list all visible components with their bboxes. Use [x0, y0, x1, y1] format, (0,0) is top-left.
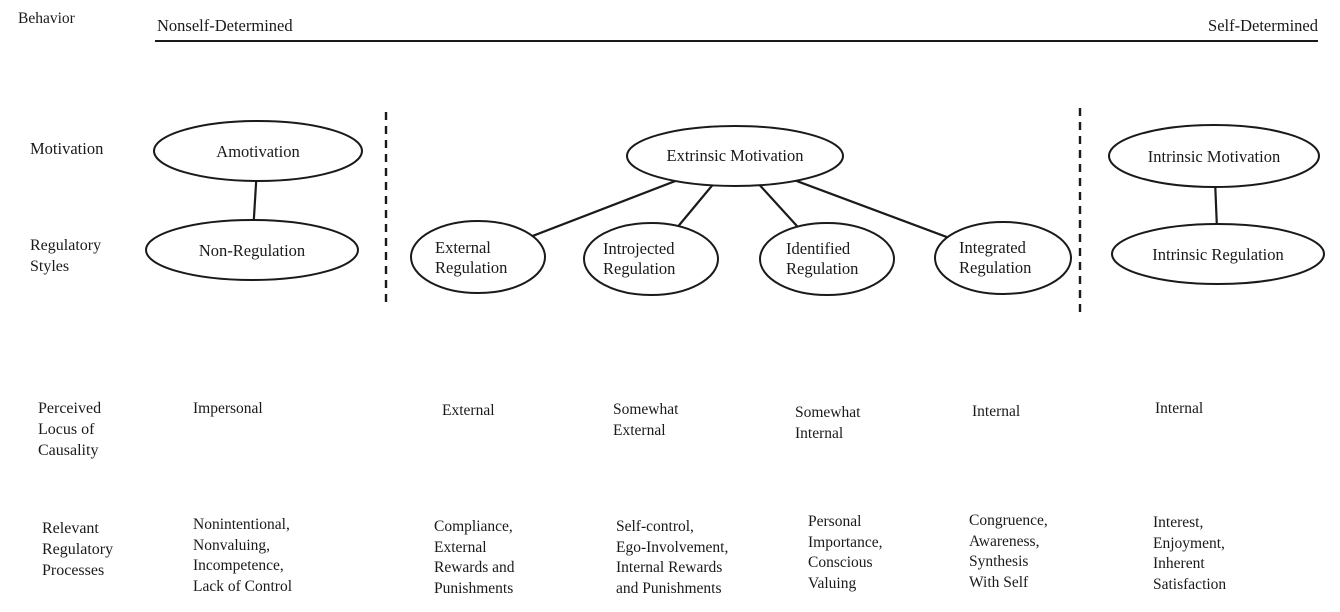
- non-regulation-node-label: Non-Regulation: [198, 241, 306, 260]
- processes-introjected-line4: and Punishments: [616, 579, 722, 597]
- processes-external: Compliance, External Rewards and Punishm…: [434, 517, 515, 599]
- amotivation-node-label: Amotivation: [216, 142, 300, 161]
- regulatory-styles-row-label: Regulatory Styles: [30, 235, 101, 277]
- locus-somewhat-external: Somewhat External: [613, 400, 678, 441]
- processes-row-label: Relevant Regulatory Processes: [42, 518, 113, 581]
- processes-identified-line2: Importance,: [808, 533, 883, 551]
- axis-left-endpoint-label: Nonself-Determined: [157, 16, 293, 35]
- locus-row-label-line1: Perceived: [38, 400, 102, 417]
- processes-external-line4: Punishments: [434, 579, 514, 597]
- locus-somewhat-internal: Somewhat Internal: [795, 403, 860, 444]
- processes-introjected-line3: Internal Rewards: [616, 559, 723, 576]
- processes-amotivation-line1: Nonintentional,: [193, 516, 290, 533]
- locus-somewhat-internal-line2: Internal: [795, 424, 844, 442]
- intrinsic-regulation-node-label: Intrinsic Regulation: [1152, 245, 1284, 264]
- processes-external-line3: Rewards and: [434, 559, 515, 576]
- identified-regulation-line2: Regulation: [786, 259, 859, 278]
- processes-amotivation: Nonintentional, Nonvaluing, Incompetence…: [193, 515, 292, 597]
- locus-impersonal: Impersonal: [193, 400, 263, 417]
- ellipse-identified-regulation: [759, 222, 895, 296]
- locus-row-label-line2: Locus of: [38, 421, 95, 438]
- processes-amotivation-line3: Incompetence,: [193, 557, 284, 574]
- integrated-regulation-line1: Integrated: [959, 238, 1026, 257]
- locus-somewhat-internal-line1: Somewhat: [795, 404, 861, 421]
- external-regulation-node-label: External Regulation: [435, 238, 507, 278]
- processes-external-line2: External: [434, 538, 487, 556]
- processes-intrinsic: Interest, Enjoyment, Inherent Satisfacti…: [1153, 513, 1226, 595]
- processes-row-label-line2: Regulatory: [42, 541, 114, 558]
- processes-integrated-line2: Awareness,: [969, 532, 1040, 550]
- axis-right-endpoint-label: Self-Determined: [1208, 16, 1318, 35]
- processes-integrated-line3: Synthesis: [969, 553, 1029, 570]
- introjected-regulation-line2: Regulation: [603, 259, 676, 278]
- motivation-row-label: Motivation: [30, 139, 104, 158]
- processes-intrinsic-line3: Inherent: [1153, 555, 1205, 572]
- ellipse-intrinsic-motivation: [1108, 124, 1320, 188]
- external-regulation-line2: Regulation: [435, 258, 508, 277]
- integrated-regulation-line2: Regulation: [959, 258, 1032, 277]
- locus-internal-intrinsic: Internal: [1155, 400, 1204, 417]
- locus-somewhat-external-line2: External: [613, 421, 666, 439]
- processes-row-label-line3: Processes: [42, 562, 105, 579]
- locus-internal-integrated: Internal: [972, 403, 1021, 420]
- extrinsic-motivation-node-label: Extrinsic Motivation: [666, 146, 804, 165]
- processes-identified-line1: Personal: [808, 513, 862, 530]
- regulatory-styles-row-label-line2: Styles: [30, 258, 70, 275]
- processes-intrinsic-line1: Interest,: [1153, 514, 1204, 531]
- ellipse-integrated-regulation: [934, 221, 1072, 295]
- processes-amotivation-line2: Nonvaluing,: [193, 536, 271, 554]
- ellipse-external-regulation: [410, 220, 546, 294]
- locus-somewhat-external-line1: Somewhat: [613, 401, 679, 418]
- processes-intrinsic-line4: Satisfaction: [1153, 575, 1227, 593]
- processes-introjected: Self-control, Ego-Involvement, Internal …: [616, 517, 728, 599]
- identified-regulation-node-label: Identified Regulation: [786, 239, 858, 279]
- ellipse-extrinsic-motivation: [626, 125, 844, 187]
- intrinsic-motivation-node-label: Intrinsic Motivation: [1147, 147, 1281, 166]
- locus-row-label-line3: Causality: [38, 442, 99, 459]
- locus-external: External: [442, 402, 495, 419]
- processes-identified-line4: Valuing: [808, 574, 857, 592]
- ellipse-introjected-regulation: [583, 222, 719, 296]
- processes-external-line1: Compliance,: [434, 518, 513, 535]
- processes-introjected-line1: Self-control,: [616, 518, 694, 535]
- processes-integrated-line1: Congruence,: [969, 512, 1048, 529]
- external-regulation-line1: External: [435, 238, 491, 257]
- ellipse-intrinsic-regulation: [1111, 223, 1325, 285]
- processes-identified: Personal Importance, Conscious Valuing: [808, 512, 882, 594]
- ellipse-amotivation: [153, 120, 363, 182]
- processes-integrated: Congruence, Awareness, Synthesis With Se…: [969, 511, 1048, 593]
- locus-row-label: Perceived Locus of Causality: [38, 398, 101, 461]
- regulatory-styles-row-label-line1: Regulatory: [30, 237, 102, 254]
- processes-intrinsic-line2: Enjoyment,: [1153, 534, 1225, 552]
- processes-introjected-line2: Ego-Involvement,: [616, 538, 729, 556]
- processes-amotivation-line4: Lack of Control: [193, 577, 293, 595]
- processes-row-label-line1: Relevant: [42, 520, 99, 537]
- introjected-regulation-line1: Introjected: [603, 239, 675, 258]
- integrated-regulation-node-label: Integrated Regulation: [959, 238, 1031, 278]
- ellipse-non-regulation: [145, 219, 359, 281]
- introjected-regulation-node-label: Introjected Regulation: [603, 239, 675, 279]
- processes-identified-line3: Conscious: [808, 554, 873, 571]
- identified-regulation-line1: Identified: [786, 239, 851, 258]
- behavior-row-label: Behavior: [18, 10, 75, 27]
- processes-integrated-line4: With Self: [969, 573, 1029, 591]
